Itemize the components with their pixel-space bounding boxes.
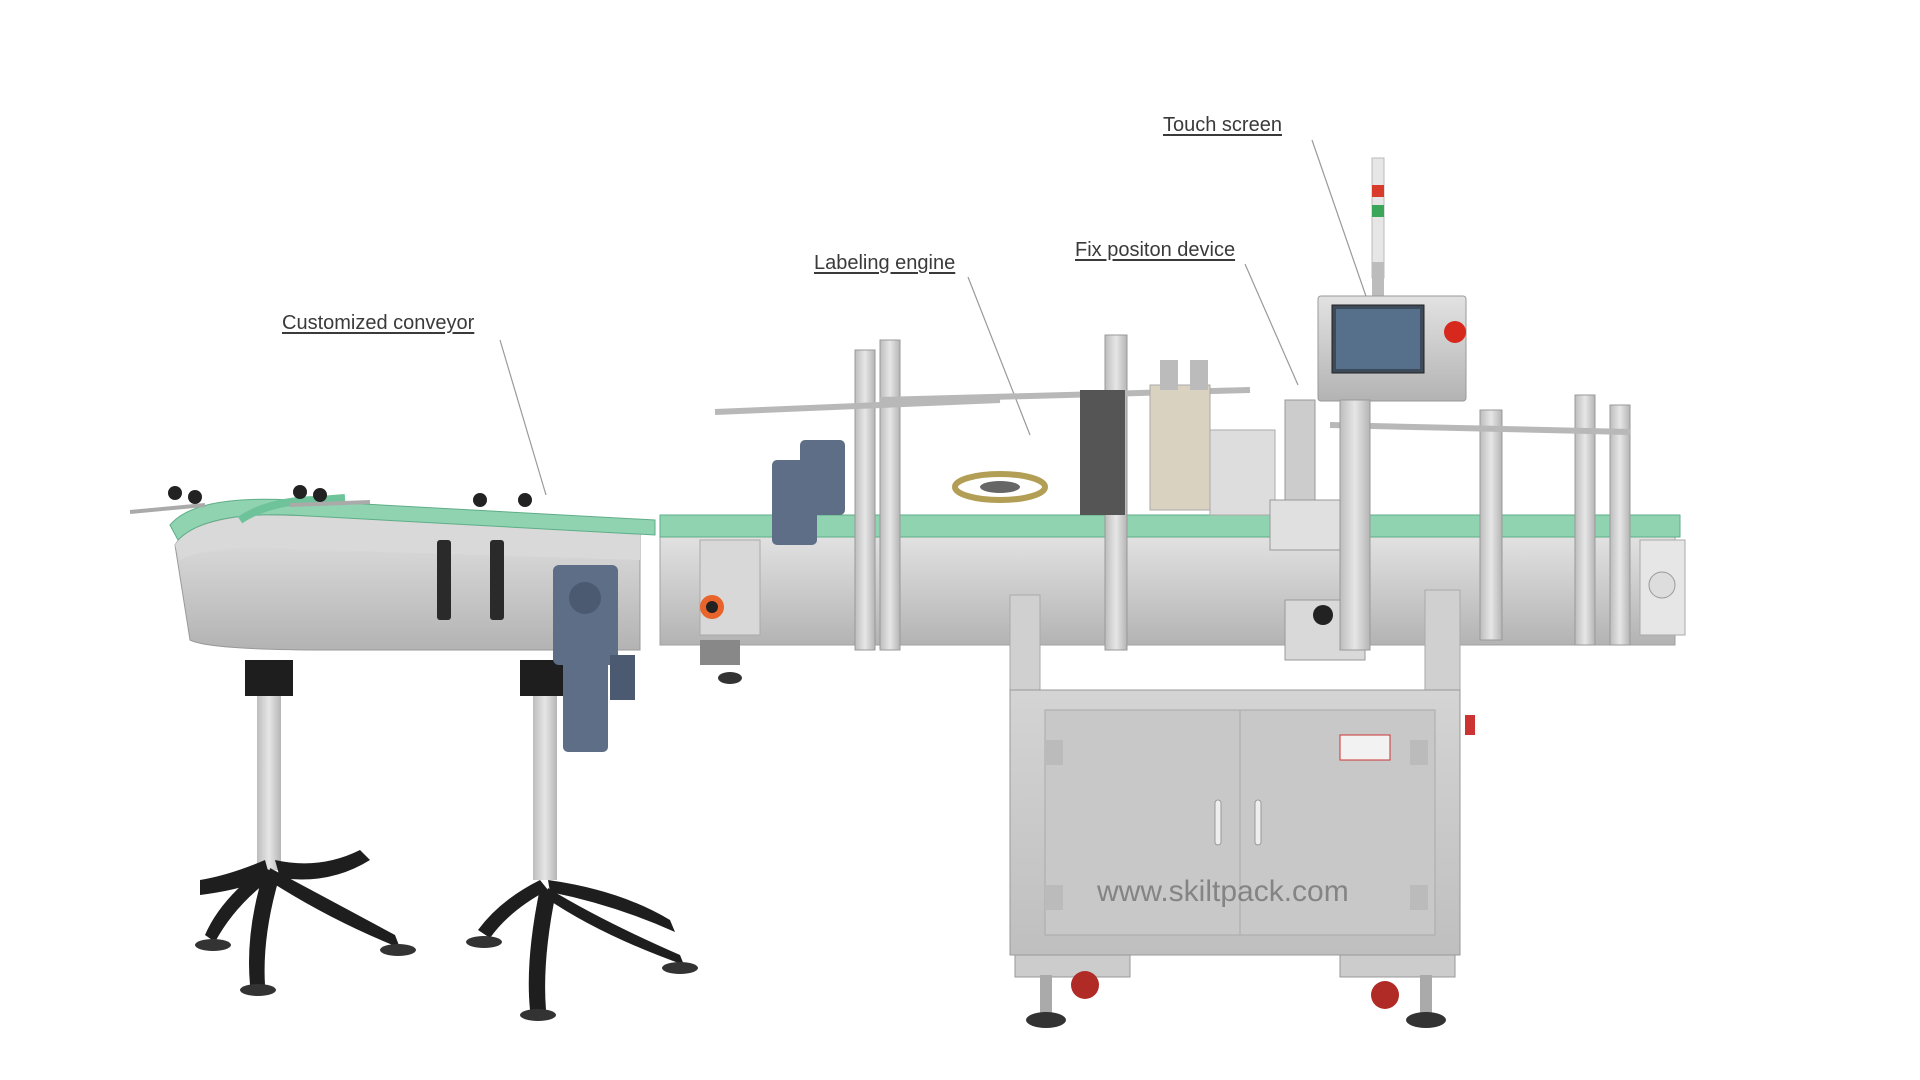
caster-right: [1371, 981, 1399, 1009]
conveyor-stand-left: [195, 660, 416, 996]
machine-cabinet: [1009, 589, 1475, 1028]
callout-touch-screen: Touch screen: [1163, 114, 1282, 136]
callout-fix-position-device: Fix positon device: [1075, 239, 1236, 261]
emergency-stop-button: [1444, 321, 1466, 343]
warning-sticker: [1339, 734, 1391, 761]
website-watermark: www.skiltpack.com: [1097, 875, 1349, 908]
conveyor-motor: [553, 565, 635, 752]
leader-line-touch-screen: [1311, 139, 1369, 303]
control-panel: [1317, 157, 1467, 651]
callout-labeling-engine: Labeling engine: [814, 252, 956, 274]
leader-line-conveyor: [499, 339, 547, 496]
curved-conveyor: [129, 485, 698, 1021]
main-conveyor-belt: [659, 514, 1681, 538]
curved-conveyor-belt: [169, 498, 656, 541]
caster-left: [1071, 971, 1099, 999]
leader-line-labeling-engine: [967, 276, 1031, 436]
cabinet-handle-left: [1214, 799, 1222, 846]
leader-line-fix-position: [1244, 263, 1299, 386]
main-conveyor: [659, 440, 1686, 684]
leader-lines: [499, 139, 1369, 496]
callout-customized-conveyor: Customized conveyor: [282, 312, 475, 334]
cabinet-handle-right: [1254, 799, 1262, 846]
conveyor-stand-right: [466, 660, 698, 1021]
labeling-engine: [952, 360, 1276, 516]
upright-frame: [854, 334, 1631, 651]
